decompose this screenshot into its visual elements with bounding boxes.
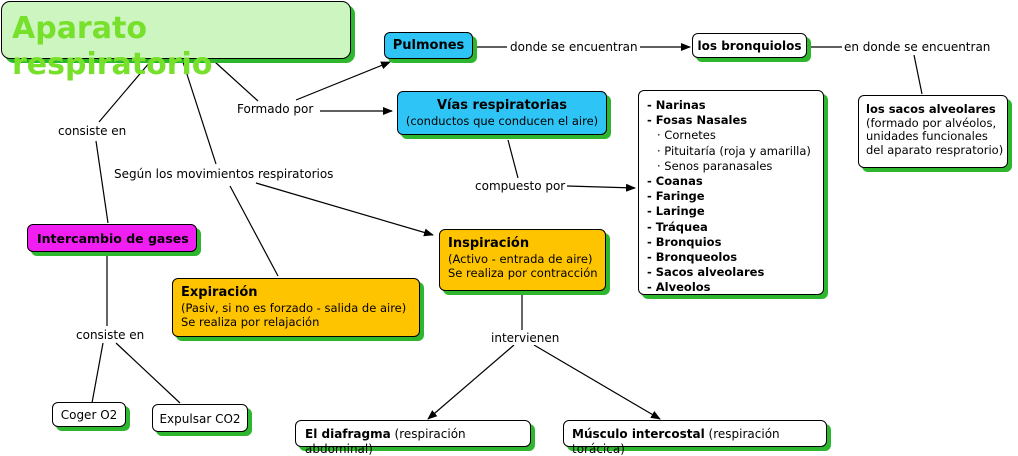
node-sacos-line: (formado por alvéolos, — [866, 115, 997, 130]
node-sacos-line: unidades funcionales — [866, 129, 988, 143]
label-donde-se-encuentran: donde se encuentran — [508, 40, 640, 54]
node-pulmones[interactable]: Pulmones — [384, 32, 473, 59]
line-title-segun — [182, 61, 217, 165]
lista-item: - Bronqueolos — [647, 250, 738, 265]
lista-item: · Senos paranasales — [657, 158, 773, 173]
node-musculo-bold: Músculo intercostal — [572, 427, 705, 441]
node-bronquiolos[interactable]: los bronquiolos — [692, 33, 807, 58]
line-intervienen-musculo — [533, 344, 661, 420]
node-pulmones-text: Pulmones — [392, 38, 465, 53]
node-sacos-line: del aparato respratorio) — [866, 142, 1004, 157]
title-node[interactable]: Aparato respiratorio — [1, 1, 351, 82]
lista-item: - Tráquea — [647, 219, 708, 234]
node-expulsar-co2[interactable]: Expulsar CO2 — [152, 404, 248, 432]
node-vias-respiratorias[interactable]: Vías respiratorias (conductos que conduc… — [397, 91, 607, 135]
line-formado-pulmones — [295, 61, 391, 101]
label-en-donde-se-encuentran: en donde se encuentran — [842, 40, 993, 54]
lista-item: - Sacos alveolares — [647, 265, 765, 280]
node-coger-text: Coger O2 — [60, 408, 118, 422]
lista-items: - Narinas- Fosas Nasales· Cornetes· Pitu… — [647, 98, 823, 296]
line-consiste2-coger — [91, 342, 104, 404]
lista-item: - Narinas — [647, 98, 706, 112]
node-diafragma-bold: El diafragma — [305, 427, 391, 441]
node-sacos-alveolares[interactable]: los sacos alveolares (formado por alvéol… — [858, 95, 1008, 168]
line-consiste-intercambio — [95, 140, 109, 224]
lista-item: - Alveolos — [647, 280, 711, 295]
node-diafragma[interactable]: El diafragma (respiración abdominal) — [295, 420, 531, 456]
node-inspiracion-line: Se realiza por contracción — [448, 266, 598, 280]
label-compuesto-por: compuesto por — [473, 179, 568, 193]
node-inspiracion-title: Inspiración — [448, 236, 530, 251]
lista-item: · Pituitaría (roja y amarilla) — [657, 143, 811, 158]
lista-item: - Coanas — [647, 174, 703, 189]
node-vias-title: Vías respiratorias — [437, 98, 567, 113]
label-intervienen: intervienen — [489, 331, 562, 345]
node-bronquiolos-text: los bronquiolos — [697, 39, 802, 53]
line-compuesto-lista — [566, 183, 636, 192]
node-coger-o2[interactable]: Coger O2 — [52, 402, 126, 427]
title-text: Aparato respiratorio — [12, 11, 213, 82]
lista-item: · Cornetes — [657, 128, 716, 143]
line-endonde-sacos — [913, 54, 923, 95]
line-segun-inspiracion — [255, 182, 434, 237]
lista-item: - Faringe — [647, 189, 705, 204]
node-musculo-intercostal[interactable]: Músculo intercostal (respiración torácic… — [563, 420, 827, 456]
line-title-consiste — [98, 61, 151, 123]
node-inspiracion-line: (Activo - entrada de aire) — [448, 252, 593, 266]
node-vias-sub: (conductos que conducen el aire) — [405, 114, 599, 128]
node-expulsar-text: Expulsar CO2 — [159, 412, 241, 426]
node-diafragma-rest: (respiración abdominal) — [305, 427, 466, 456]
label-formado-por: Formado por — [235, 102, 316, 116]
label-consiste-en-2: consiste en — [74, 328, 147, 342]
lista-item: - Laringe — [647, 204, 705, 219]
node-expiracion-line: Se realiza por relajación — [181, 315, 320, 329]
line-vias-compuesto — [507, 139, 519, 179]
node-expiracion-title: Expiración — [181, 285, 258, 300]
node-lista-vias[interactable]: - Narinas- Fosas Nasales· Cornetes· Pitu… — [638, 90, 824, 295]
lista-item: - Bronquios — [647, 234, 722, 249]
label-consiste-en-1: consiste en — [56, 124, 129, 138]
line-segun-expiracion — [229, 185, 279, 277]
lista-item: - Fosas Nasales — [647, 113, 748, 128]
line-consiste2-expulsar — [115, 342, 181, 404]
node-intercambio-text: Intercambio de gases — [37, 231, 189, 246]
node-sacos-title: los sacos alveolares — [866, 102, 996, 116]
node-inspiracion[interactable]: Inspiración (Activo - entrada de aire) S… — [439, 229, 606, 291]
node-expiracion-line: (Pasiv, si no es forzado - salida de air… — [181, 301, 407, 315]
node-expiracion[interactable]: Expiración (Pasiv, si no es forzado - sa… — [172, 278, 420, 337]
line-intervienen-diafragma — [427, 344, 515, 420]
node-intercambio-gases[interactable]: Intercambio de gases — [27, 224, 197, 252]
label-segun: Según los movimientos respiratorios — [112, 167, 336, 181]
node-musculo-rest: (respiración torácica) — [572, 427, 780, 456]
line-title-formado — [214, 61, 259, 102]
